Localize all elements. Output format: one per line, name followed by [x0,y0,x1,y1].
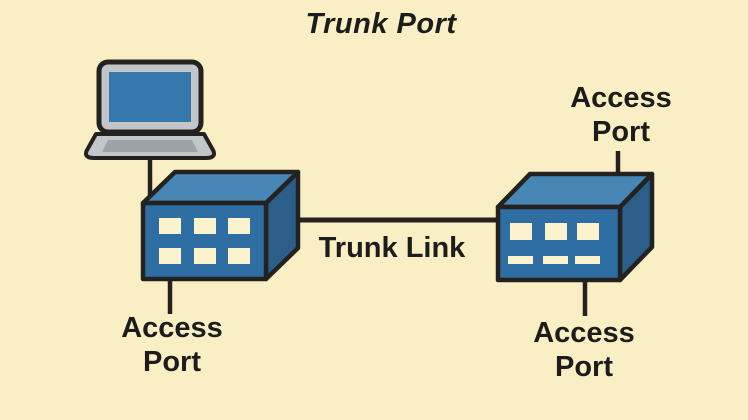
switch-right-front-face [495,204,623,283]
connector-lines [147,151,621,316]
laptop-keyboard-pad [102,140,198,152]
access-port-label-line2: Port [143,346,201,378]
switch-port-slot [575,256,600,264]
switch-port [577,223,599,240]
access-port-label-line2: Port [592,116,650,148]
access-port-label-top-right: Access Port [570,81,672,149]
switch-port [159,218,181,234]
access-port-label-line1: Access [570,82,672,114]
switch-right-ports [508,223,600,264]
switch-port [194,218,216,234]
switch-port [228,248,250,264]
trunk-link-label: Trunk Link [318,232,466,264]
switch-port [228,218,250,234]
switch-port [194,248,216,264]
laptop-screen [109,72,191,122]
switch-port-slot [508,256,533,264]
switch-port [510,223,532,240]
switch-left-front-face [140,200,269,282]
laptop-icon [84,59,216,160]
switch-port [545,223,567,240]
switch-right [495,171,655,283]
switch-left-ports [159,218,250,264]
page-title: Trunk Port [305,8,457,40]
switch-port-slot [543,256,568,264]
access-port-label-line1: Access [533,317,635,349]
access-port-label-bottom-left: Access Port [121,311,223,379]
access-port-label-line2: Port [555,351,613,383]
switch-port [159,248,181,264]
switch-left [140,169,301,282]
access-port-label-line1: Access [121,312,223,344]
access-port-label-bottom-right: Access Port [533,316,635,384]
